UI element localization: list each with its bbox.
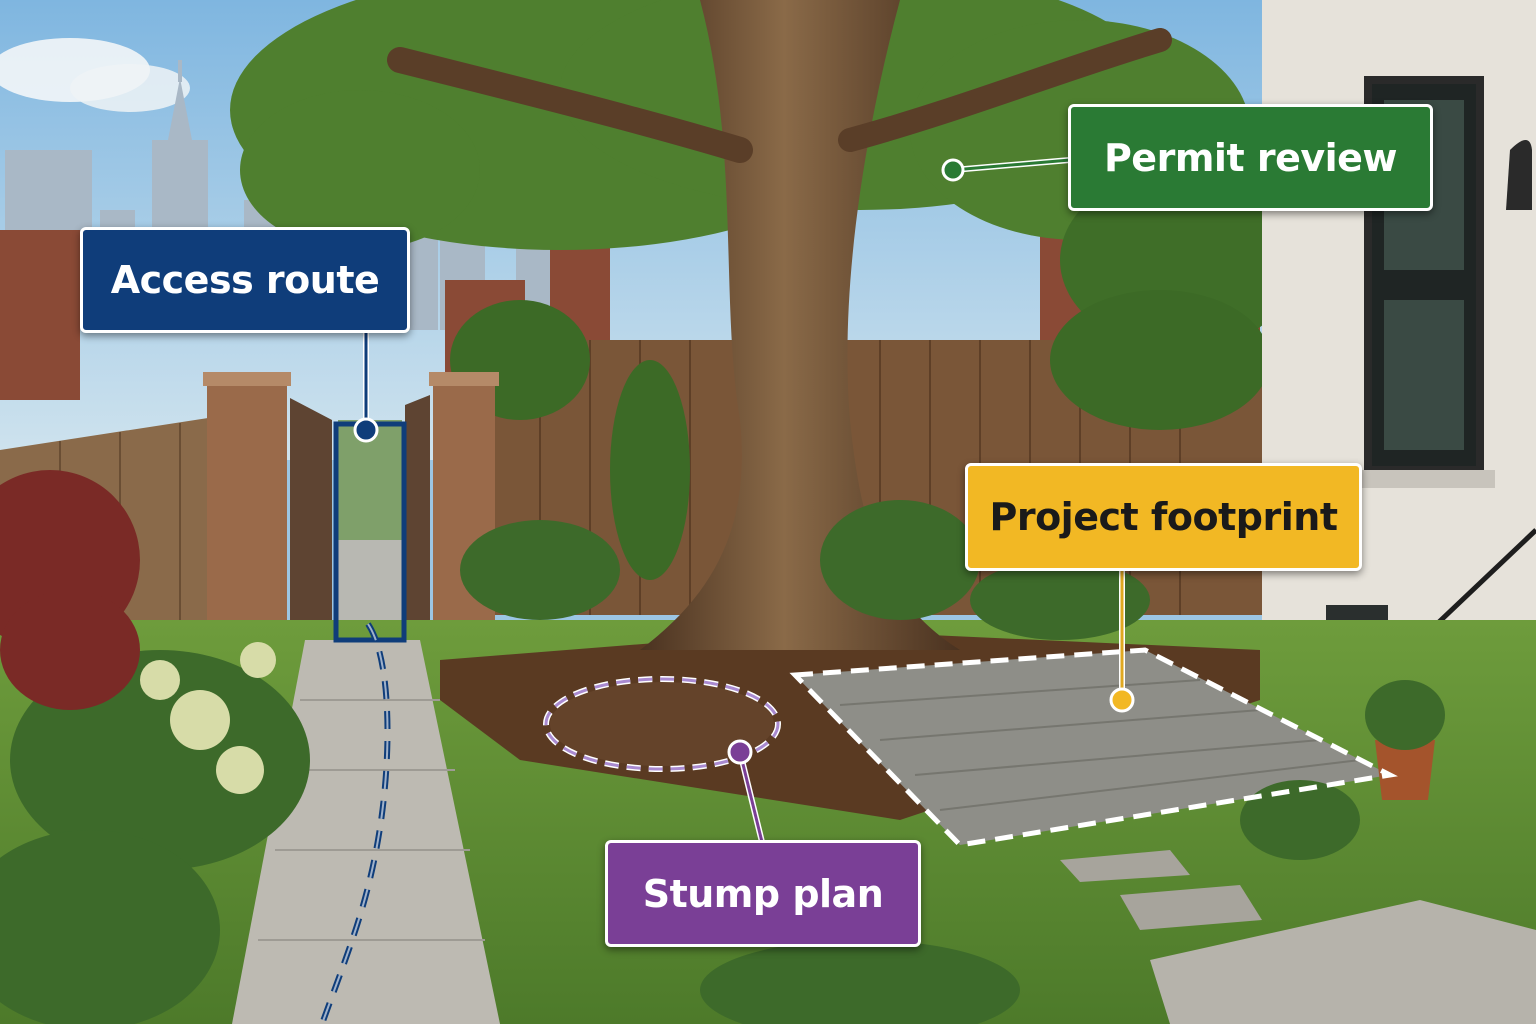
gate-pillar-right-cap: [429, 372, 499, 386]
gate-door-left: [290, 398, 332, 640]
window-pane: [1384, 300, 1464, 450]
japanese-maple: [0, 470, 140, 710]
footprint-outline: [789, 647, 1398, 848]
stump-ring: [544, 677, 780, 771]
footprint-leader-dot: [1109, 687, 1135, 713]
gate-pillar-left-cap: [203, 372, 291, 386]
access-route-label: Access route: [80, 227, 410, 333]
stepping-stone: [1060, 850, 1190, 882]
gate-pillar-left: [207, 380, 287, 630]
tree-branch: [387, 47, 753, 163]
wall-lamp-icon: [1506, 140, 1532, 210]
sidewalk-corner: [1150, 900, 1536, 1024]
ivy: [450, 290, 1270, 580]
tree-trunk: [640, 0, 960, 650]
access-route-path-highlight: [321, 623, 389, 1024]
gate-door-right: [405, 395, 430, 648]
window-sill: [1355, 470, 1495, 488]
permit-leader-dot: [941, 158, 965, 182]
stump-area: [550, 682, 774, 766]
walkway-joints: [258, 699, 485, 941]
cloud: [70, 64, 190, 112]
access-leader-dot: [353, 417, 379, 443]
flower-pot: [1365, 680, 1445, 800]
permit-review-label: Permit review: [1068, 104, 1433, 211]
stump-leader-dot: [727, 739, 753, 765]
stump-plan-label: Stump plan: [605, 840, 921, 947]
hydrangeas: [140, 642, 276, 794]
stepping-stone: [1120, 885, 1262, 930]
tree-branch: [838, 28, 1172, 152]
permit-leader-line: [952, 158, 1071, 172]
project-footprint-label: Project footprint: [965, 463, 1362, 571]
stump-leader-line: [738, 751, 764, 843]
patio-pavers: [839, 679, 1361, 811]
